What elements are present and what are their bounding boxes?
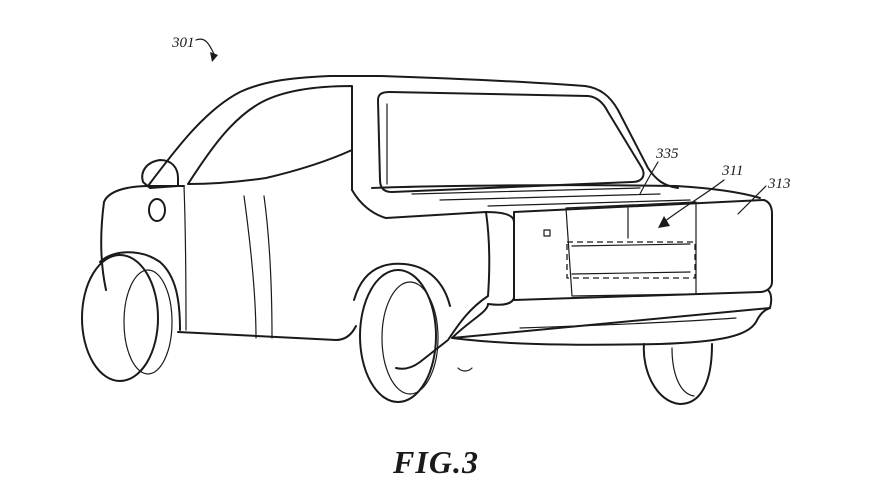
ref-label-335: 335: [655, 146, 679, 162]
bed-side-panel: [351, 149, 491, 370]
rocker-panel: [177, 325, 357, 341]
rear-wheel-tire: [359, 269, 437, 403]
ref-label-311: 311: [721, 163, 743, 179]
door-line-rear: [263, 195, 273, 339]
rear-wheel-arch: [353, 262, 451, 307]
cab-roof-outline: [147, 75, 679, 189]
side-mirror: [141, 159, 179, 189]
sliding-step-dashed: [566, 241, 696, 279]
ref-311-leader: [663, 179, 725, 223]
undercarriage-detail: [457, 367, 473, 372]
figure-caption: FIG.3: [393, 444, 479, 480]
right-rear-wheel: [642, 343, 713, 405]
front-wheel-arch: [99, 251, 181, 331]
ref-313-leader: [737, 185, 767, 215]
ref-311-arrowhead: [658, 216, 670, 228]
ref-301-leader: [195, 38, 215, 55]
rear-wheel-rim: [381, 281, 439, 395]
door-line-a-pillar: [183, 185, 187, 331]
tailgate-panel-311: [565, 201, 697, 297]
rear-bumper: [451, 289, 773, 346]
ref-301-arrowhead: [210, 52, 218, 62]
bumper-step-line: [519, 317, 737, 329]
front-fender: [100, 185, 185, 291]
front-wheel-tire: [81, 254, 159, 382]
bed-rail: [371, 184, 761, 199]
tailgate: [513, 199, 773, 301]
bed-cover-ridge-3: [487, 199, 691, 207]
side-window: [187, 85, 353, 185]
sliding-step-edges: [571, 243, 691, 275]
bed-cover-ridge-1: [411, 187, 641, 195]
ref-label-301: 301: [171, 35, 195, 51]
tailgate-latch: [543, 229, 551, 237]
door-line-front: [243, 195, 257, 339]
ref-335-leader: [639, 161, 659, 195]
front-wheel-rim: [123, 269, 173, 375]
bed-cover-ridge-2: [439, 193, 661, 201]
right-rear-wheel-rim: [671, 347, 695, 397]
fuel-door: [148, 198, 166, 222]
rear-window: [377, 91, 645, 193]
ref-label-313: 313: [767, 176, 791, 192]
